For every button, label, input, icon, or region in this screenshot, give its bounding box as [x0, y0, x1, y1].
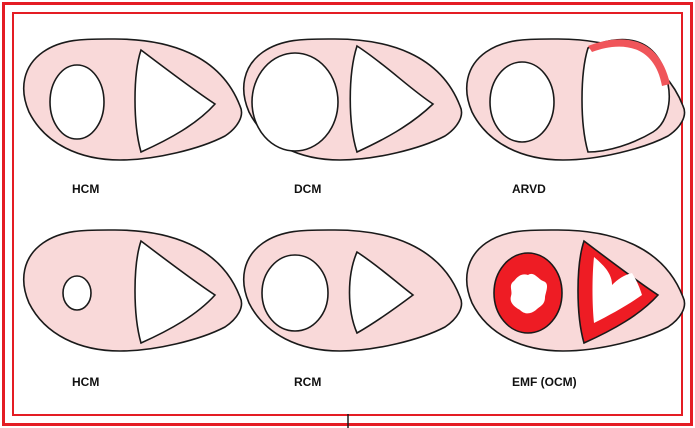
lv-cavity — [262, 255, 328, 331]
panel-emf — [467, 230, 685, 351]
label-hcm-bottom: HCM — [72, 375, 99, 389]
label-rcm: RCM — [294, 375, 321, 389]
panel-dcm — [244, 39, 462, 160]
lv-cavity — [50, 65, 104, 139]
panel-arvd — [467, 39, 685, 160]
label-dcm: DCM — [294, 182, 321, 196]
lv-cavity — [490, 62, 554, 142]
label-hcm-top: HCM — [72, 182, 99, 196]
lv-cavity-dilated — [252, 53, 338, 151]
lv-cavity-small — [63, 276, 91, 310]
panel-rcm — [244, 230, 462, 351]
label-arvd: ARVD — [512, 182, 546, 196]
panel-hcm-top — [24, 39, 242, 160]
panel-hcm-bottom — [24, 230, 242, 351]
label-emf: EMF (OCM) — [512, 375, 577, 389]
